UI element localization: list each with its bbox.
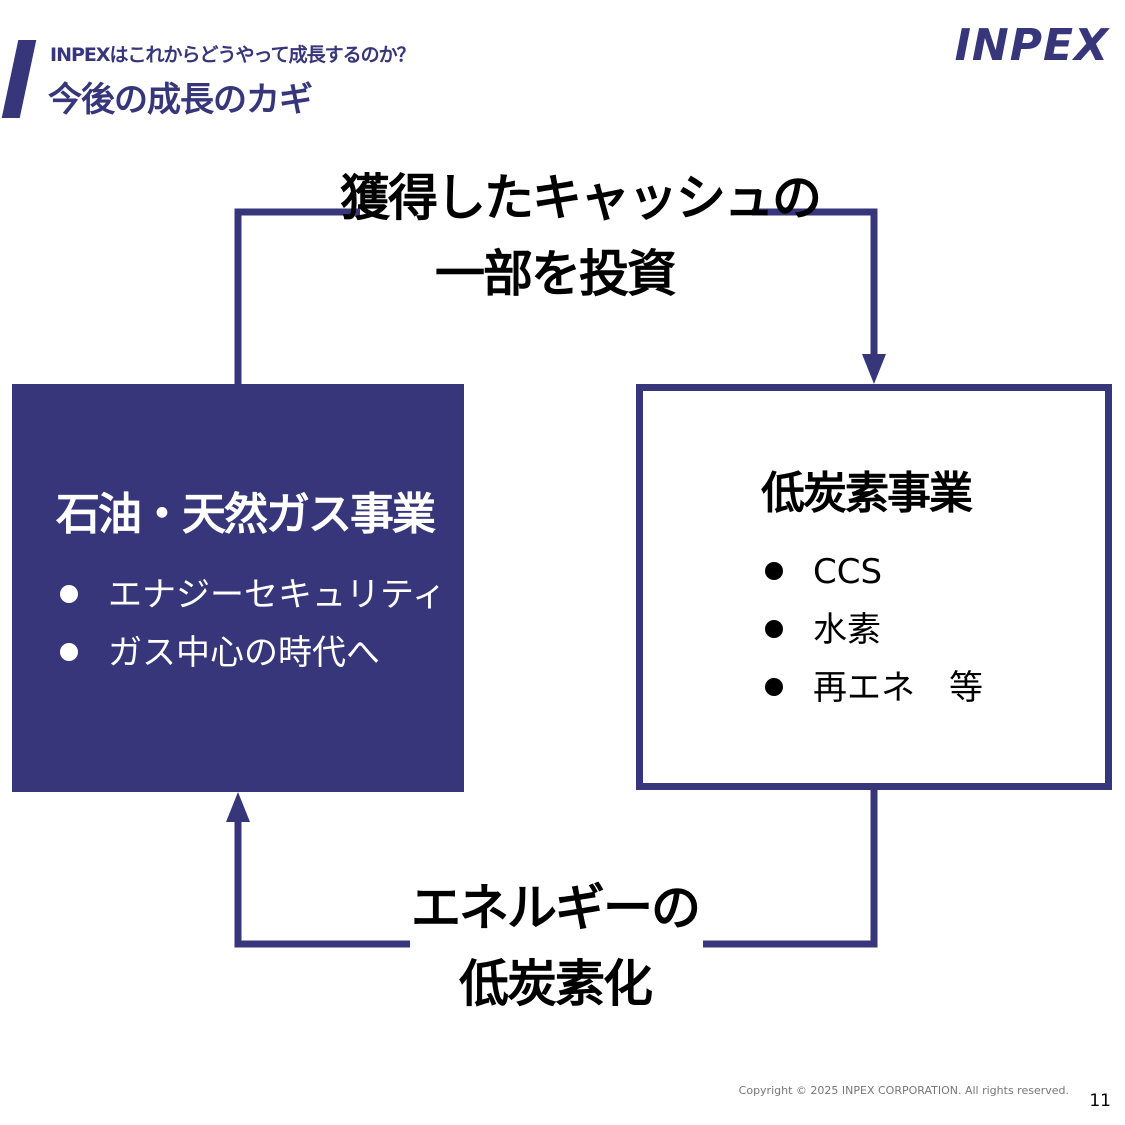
top-connector-left: [234, 208, 360, 384]
oil-gas-business-box: 石油・天然ガス事業 エナジーセキュリティ ガス中心の時代へ: [12, 384, 464, 792]
top-flow-label-line2: 一部を投資: [435, 245, 677, 303]
list-item: 水素: [763, 601, 983, 659]
top-flow-label: 獲得したキャッシュの 一部を投資: [340, 160, 822, 312]
list-item: 再エネ 等: [763, 659, 983, 717]
list-item: CCS: [763, 543, 983, 601]
header-subtitle: INPEXはこれからどうやって成長するのか？: [50, 44, 416, 66]
bottom-flow-label-line1: エネルギーの: [411, 879, 701, 937]
bottom-flow-label-line2: 低炭素化: [459, 955, 653, 1013]
oil-gas-business-list: エナジーセキュリティ ガス中心の時代へ: [58, 566, 446, 682]
inpex-logo: INPEX: [954, 20, 1109, 71]
low-carbon-business-list: CCS 水素 再エネ 等: [763, 543, 983, 717]
page-title: 今後の成長のカギ: [48, 80, 313, 120]
list-item: エナジーセキュリティ: [58, 566, 446, 624]
bottom-flow-label: エネルギーの 低炭素化: [400, 870, 710, 1022]
oil-gas-business-title: 石油・天然ガス事業: [56, 489, 436, 540]
arrow-up-icon: [226, 792, 250, 822]
arrow-down-icon: [862, 354, 886, 384]
bottom-connector-right: [703, 790, 878, 948]
low-carbon-business-title: 低炭素事業: [761, 468, 973, 519]
top-flow-label-line1: 獲得したキャッシュの: [340, 169, 822, 227]
page-number: 11: [1089, 1091, 1111, 1111]
copyright-notice: Copyright © 2025 INPEX CORPORATION. All …: [738, 1084, 1069, 1097]
top-connector-right: [752, 208, 878, 356]
list-item: ガス中心の時代へ: [58, 624, 446, 682]
bottom-connector-left: [234, 820, 410, 948]
low-carbon-business-box: 低炭素事業 CCS 水素 再エネ 等: [636, 384, 1112, 790]
